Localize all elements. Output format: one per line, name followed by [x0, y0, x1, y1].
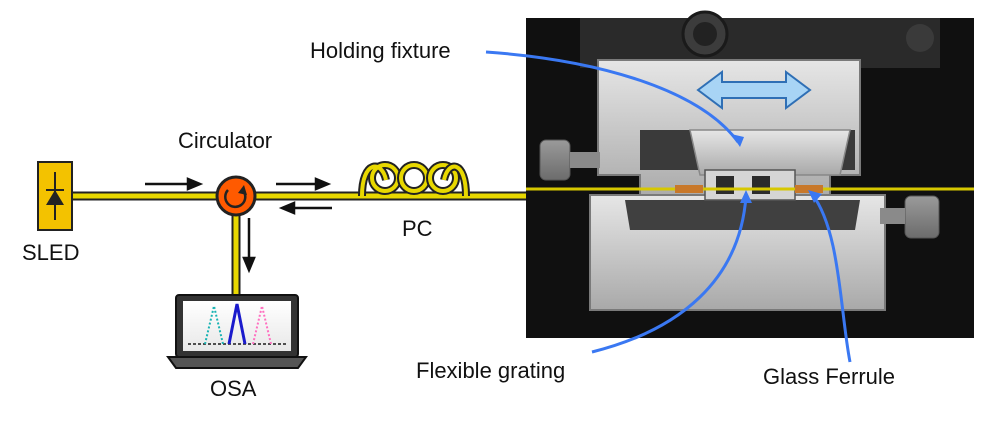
- fixture-photo: [526, 10, 974, 338]
- mount-bolt-inner: [693, 22, 717, 46]
- circulator-label: Circulator: [178, 128, 272, 153]
- double-headed-arrow-icon: [696, 70, 812, 110]
- pc-label: PC: [402, 216, 433, 241]
- screw-shaft-right: [880, 208, 905, 224]
- sled-source: [37, 161, 73, 231]
- flexible-grating-label: Flexible grating: [416, 358, 565, 383]
- polarization-controller-loops-icon: [358, 161, 470, 197]
- holding-fixture-pointer: [485, 50, 740, 143]
- sled-label: SLED: [22, 240, 79, 265]
- knurled-screw-left: [539, 139, 571, 181]
- flexible-grating-pointer: [591, 195, 748, 354]
- ferrule-left: [675, 185, 703, 193]
- holding-fixture-label: Holding fixture: [310, 38, 451, 63]
- fixture-insert: [689, 129, 851, 176]
- knurled-screw-right: [904, 195, 940, 239]
- osa-label: OSA: [210, 376, 257, 401]
- glass-ferrule-pointer: [810, 193, 852, 363]
- glass-ferrule-label: Glass Ferrule: [763, 364, 895, 389]
- grating-clamp-right: [752, 176, 770, 194]
- mount-screw-right: [906, 24, 934, 52]
- fiber-path: [72, 191, 526, 298]
- laptop-spectrum-icon: [166, 294, 308, 369]
- osa-peak-right: [252, 305, 272, 345]
- circulator-icon: [215, 175, 257, 217]
- osa-peak-center: [227, 303, 247, 345]
- signal-arrows: [145, 177, 332, 274]
- osa-peak-left: [204, 305, 224, 345]
- grating-clamp-left: [716, 176, 734, 194]
- glass-ferrule: [795, 185, 823, 193]
- screw-shaft-left: [570, 152, 600, 168]
